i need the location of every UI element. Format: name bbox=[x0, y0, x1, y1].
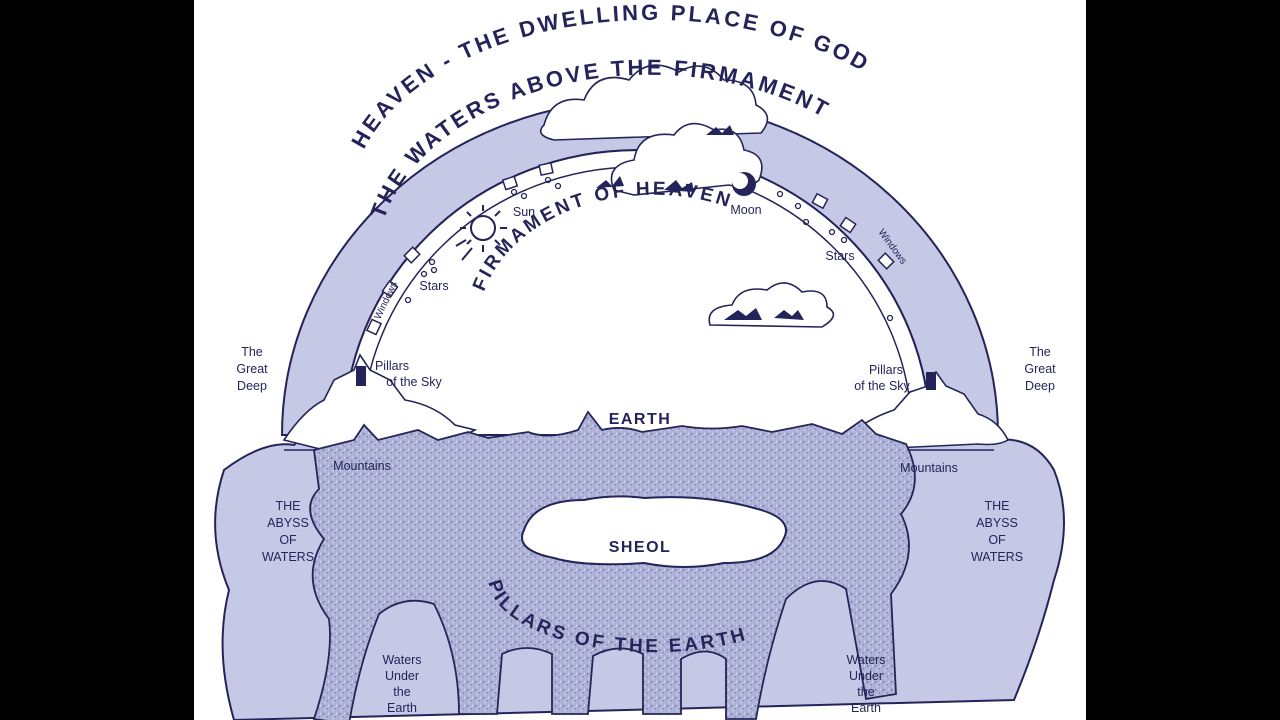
svg-text:WATERS: WATERS bbox=[971, 550, 1023, 564]
svg-text:Deep: Deep bbox=[1025, 379, 1055, 393]
svg-text:Great: Great bbox=[1024, 362, 1056, 376]
svg-text:Pillars: Pillars bbox=[869, 363, 903, 377]
svg-text:Great: Great bbox=[236, 362, 268, 376]
svg-text:The: The bbox=[1029, 345, 1051, 359]
mountains-left-label: Mountains bbox=[333, 459, 391, 473]
stars-right-label: Stars bbox=[825, 249, 854, 263]
letterbox-left bbox=[0, 0, 194, 720]
svg-text:OF: OF bbox=[279, 533, 297, 547]
svg-text:OF: OF bbox=[988, 533, 1006, 547]
earth-label: EARTH bbox=[609, 411, 672, 428]
great-deep-left-label: The Great Deep bbox=[236, 345, 268, 393]
sun-label: Sun bbox=[513, 205, 535, 219]
moon-label: Moon bbox=[730, 203, 761, 217]
sheol-label: SHEOL bbox=[609, 539, 672, 556]
svg-text:Waters: Waters bbox=[382, 653, 421, 667]
svg-text:THE: THE bbox=[276, 499, 301, 513]
svg-text:the: the bbox=[857, 685, 874, 699]
right-sky-pillar bbox=[926, 372, 936, 390]
moon-icon bbox=[732, 172, 756, 196]
svg-text:Pillars: Pillars bbox=[375, 359, 409, 373]
svg-text:the: the bbox=[393, 685, 410, 699]
svg-text:Earth: Earth bbox=[851, 701, 881, 715]
stars-left-label: Stars bbox=[419, 279, 448, 293]
svg-text:The: The bbox=[241, 345, 263, 359]
diagram-canvas: HEAVEN - THE DWELLING PLACE OF GOD THE W… bbox=[194, 0, 1086, 720]
great-deep-right-label: The Great Deep bbox=[1024, 345, 1056, 393]
svg-text:Earth: Earth bbox=[387, 701, 417, 715]
svg-text:of the Sky: of the Sky bbox=[854, 379, 910, 393]
svg-text:Under: Under bbox=[849, 669, 883, 683]
cosmology-diagram: HEAVEN - THE DWELLING PLACE OF GOD THE W… bbox=[194, 0, 1086, 720]
mountains-right-label: Mountains bbox=[900, 461, 958, 475]
svg-text:ABYSS: ABYSS bbox=[976, 516, 1018, 530]
left-sky-pillar bbox=[356, 366, 366, 386]
svg-text:Deep: Deep bbox=[237, 379, 267, 393]
svg-text:ABYSS: ABYSS bbox=[267, 516, 309, 530]
sheol-cavity bbox=[522, 496, 786, 567]
svg-text:Waters: Waters bbox=[846, 653, 885, 667]
svg-text:Under: Under bbox=[385, 669, 419, 683]
letterbox-right bbox=[1086, 0, 1280, 720]
svg-text:THE: THE bbox=[985, 499, 1010, 513]
svg-text:of the Sky: of the Sky bbox=[386, 375, 442, 389]
svg-text:WATERS: WATERS bbox=[262, 550, 314, 564]
